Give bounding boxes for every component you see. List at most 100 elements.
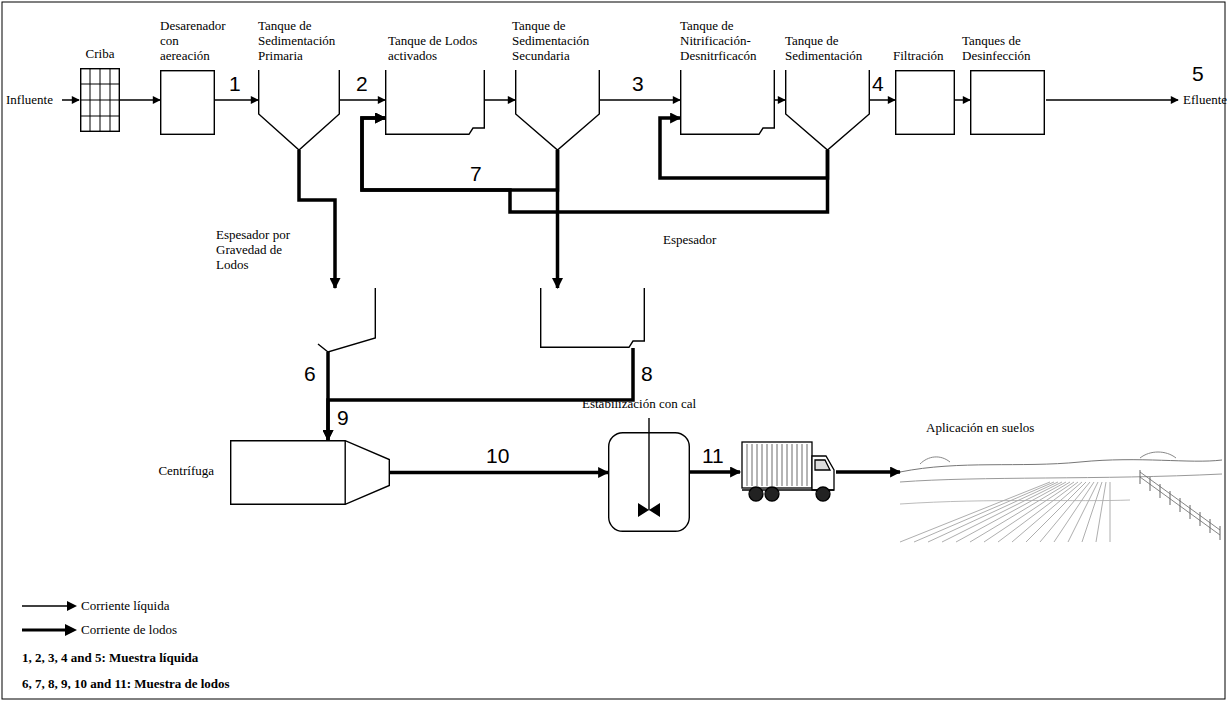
connector-segment [328,348,633,440]
box-outline [970,70,1045,135]
node-heading: Tanques de Desinfección [962,34,1054,64]
node-heading: Tanque de Nitrificación-Desnitrficacón [680,19,786,64]
node-heading: Tanque de Sedimentación Primaria [258,19,350,64]
settling-tank: Tanque de Sedimentación [785,70,870,150]
connector-segment [836,470,900,474]
stream-label: Efluente [1183,92,1227,108]
connector-segment [362,118,828,212]
truck-illustration [742,442,834,501]
legend-note: 6, 7, 8, 9, 10 and 11: Muestra de lodos [22,676,230,692]
node-heading: Espesador [663,233,743,248]
sludge-stream-sample [22,624,77,636]
field-outline [900,442,1222,542]
node-heading: Estabilización con cal [582,397,718,412]
flow-arrow [215,100,258,101]
node-heading: Espesador por Gravedad de Lodos [216,228,312,273]
connector-segment [955,99,970,101]
sludge-line [362,118,558,190]
connector-segment [600,99,680,101]
connector-segment [390,471,608,475]
node-heading: Centrífuga [102,464,214,479]
nitrification-tank: Tanque de Nitrificación-Desnitrficacón [680,70,775,135]
flow-arrow [775,100,785,101]
connector-segment [556,150,560,288]
box-outline [160,70,215,135]
flow-arrow [955,100,970,101]
utank-outline [385,70,485,135]
sludge-line [299,150,335,288]
centrifuge: Centrífuga [230,440,390,505]
screen-grid: Criba [80,68,120,132]
connector-segment [485,99,515,101]
influent-arrow [62,99,79,101]
filter-box: Filtración [895,70,955,135]
callout-number: 3 [632,72,644,96]
connector-segment [870,99,895,101]
utank-outline [540,288,645,348]
aeration-tank: Tanque de Lodos activados [385,70,485,135]
vtank-outline [785,70,870,150]
centri-outline [230,440,390,505]
callout-number: 7 [470,162,482,186]
settling-tank: Tanque de Sedimentación Secundaria [515,70,600,150]
sludge-line [362,118,828,212]
stream-label: Influente [6,92,53,108]
callout-number: 8 [641,362,653,386]
connector-segment [215,99,258,101]
utank-outline [680,70,775,135]
connector-segment [775,99,785,101]
flow-arrow [120,100,160,101]
settling-tank: Tanque de Sedimentación Primaria [258,70,340,150]
connector-segment [120,99,160,101]
connector-segment [299,150,335,288]
callout-number: 11 [702,444,724,468]
flow-arrow [485,100,515,101]
connector-segment [660,118,828,178]
node-heading: Tanque de Sedimentación [785,34,871,64]
thickener: Espesador [540,288,645,348]
legend-text: Corriente líquida [81,598,169,614]
flow-arrow [870,100,895,101]
connector-segment [362,118,558,190]
callout-number: 10 [486,444,509,468]
callout-number: 6 [304,362,316,386]
callout-number: 4 [872,72,884,96]
sludge-line [660,118,828,178]
vessel-outline [608,432,690,532]
land-application-picture: Aplicación en suelos [900,442,1222,542]
flow-arrow [340,100,385,101]
sludge-line [690,472,900,473]
legend-row: Corriente líquida [22,598,169,614]
node-heading: Tanque de Lodos activados [388,34,480,64]
sludge-line [328,348,633,440]
node-heading: Desarenador con aereación [160,19,226,64]
gravity-thickener: Espesador por Gravedad de Lodos [318,288,376,352]
legend-row: Corriente de lodos [22,622,177,638]
callout-number: 1 [229,72,241,96]
connector-segment [340,99,385,101]
node-heading: Criba [75,47,125,62]
node-heading: Filtración [893,49,959,64]
lime-stabilization-vessel: Estabilización con cal [608,432,690,532]
node-heading: Aplicación en suelos [926,421,1096,436]
sludge-line [557,150,558,288]
process-box: Desarenador con aereación [160,70,215,135]
connector-segment [690,470,740,474]
legend-text: Corriente de lodos [81,622,177,638]
node-heading: Tanque de Sedimentación Secundaria [512,19,610,64]
callout-number: 9 [337,406,349,430]
sludge-line [390,472,608,473]
liquid-stream-sample [22,600,77,612]
callout-number: 2 [356,72,368,96]
grav-outline [318,288,376,352]
grid-outline [80,68,120,132]
effluent-arrow [1046,99,1178,101]
disinfection-box: Tanques de Desinfección [970,70,1045,135]
flow-arrow [600,100,680,101]
vtank-outline [515,70,600,150]
callout-number: 5 [1192,62,1204,86]
vtank-outline [258,70,340,150]
box-outline [895,70,955,135]
